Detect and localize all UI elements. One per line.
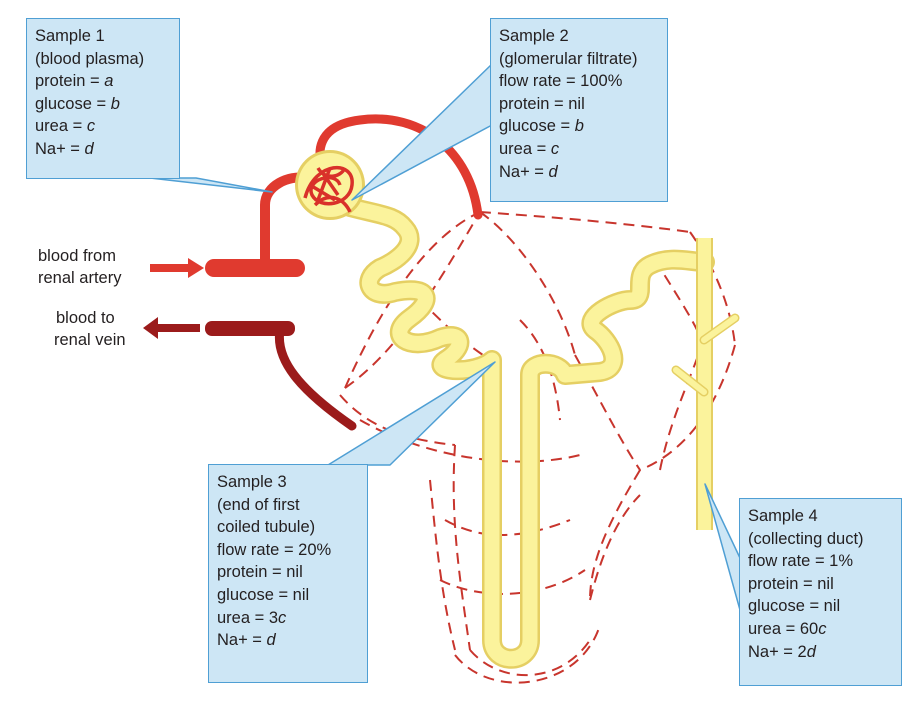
glomerulus xyxy=(303,165,354,213)
sample4-flow-rate: flow rate = 1% xyxy=(748,552,854,571)
sample1-urea: urea = c xyxy=(35,117,96,136)
sample1-sodium: Na+ = d xyxy=(35,139,94,158)
sample3-callout: Sample 3 (end of first coiled tubule) fl… xyxy=(208,464,368,683)
sample3-title: Sample 3 xyxy=(217,473,287,491)
sample4-protein: protein = nil xyxy=(748,574,834,593)
sample2-subtitle: (glomerular filtrate) xyxy=(499,49,638,68)
vein-flow-arrow xyxy=(143,317,200,339)
renal-vein xyxy=(205,321,357,431)
artery-flow-arrow xyxy=(150,258,204,278)
sample2-sodium: Na+ = d xyxy=(499,162,558,181)
sample2-flow-rate: flow rate = 100% xyxy=(499,72,623,91)
sample2-protein: protein = nil xyxy=(499,94,585,113)
sample3-subtitle-line2: coiled tubule) xyxy=(217,518,316,537)
renal-artery-label: blood from renal artery xyxy=(38,247,122,287)
sample4-urea: urea = 60c xyxy=(748,619,827,638)
sample2-title: Sample 2 xyxy=(499,27,569,45)
sample4-glucose: glucose = nil xyxy=(748,597,841,616)
sample1-subtitle: (blood plasma) xyxy=(35,49,145,68)
sample1-title: Sample 1 xyxy=(35,27,105,45)
sample4-sodium: Na+ = 2d xyxy=(748,642,816,661)
sample1-pointer xyxy=(149,177,273,193)
nephron-tubule xyxy=(340,197,715,669)
sample1-callout: Sample 1 (blood plasma) protein = a gluc… xyxy=(26,18,180,179)
sample1-glucose: glucose = b xyxy=(35,94,120,113)
renal-vein-label: blood to renal vein xyxy=(54,309,126,349)
collecting-duct xyxy=(671,238,740,530)
sample2-urea: urea = c xyxy=(499,139,560,158)
sample4-title: Sample 4 xyxy=(748,507,818,525)
sample4-callout: Sample 4 (collecting duct) flow rate = 1… xyxy=(739,498,902,686)
sample4-pointer xyxy=(704,483,741,611)
sample4-subtitle: (collecting duct) xyxy=(748,529,864,548)
sample2-callout: Sample 2 (glomerular filtrate) flow rate… xyxy=(490,18,668,202)
sample3-sodium: Na+ = d xyxy=(217,631,276,650)
sample3-subtitle-line1: (end of first xyxy=(217,495,300,514)
callout-pointers xyxy=(149,63,741,611)
sample1-protein: protein = a xyxy=(35,72,114,91)
sample3-pointer xyxy=(327,361,496,466)
sample3-protein: protein = nil xyxy=(217,563,303,582)
sample3-urea: urea = 3c xyxy=(217,608,287,627)
sample2-glucose: glucose = b xyxy=(499,117,584,136)
sample3-flow-rate: flow rate = 20% xyxy=(217,540,332,559)
sample3-glucose: glucose = nil xyxy=(217,585,310,604)
